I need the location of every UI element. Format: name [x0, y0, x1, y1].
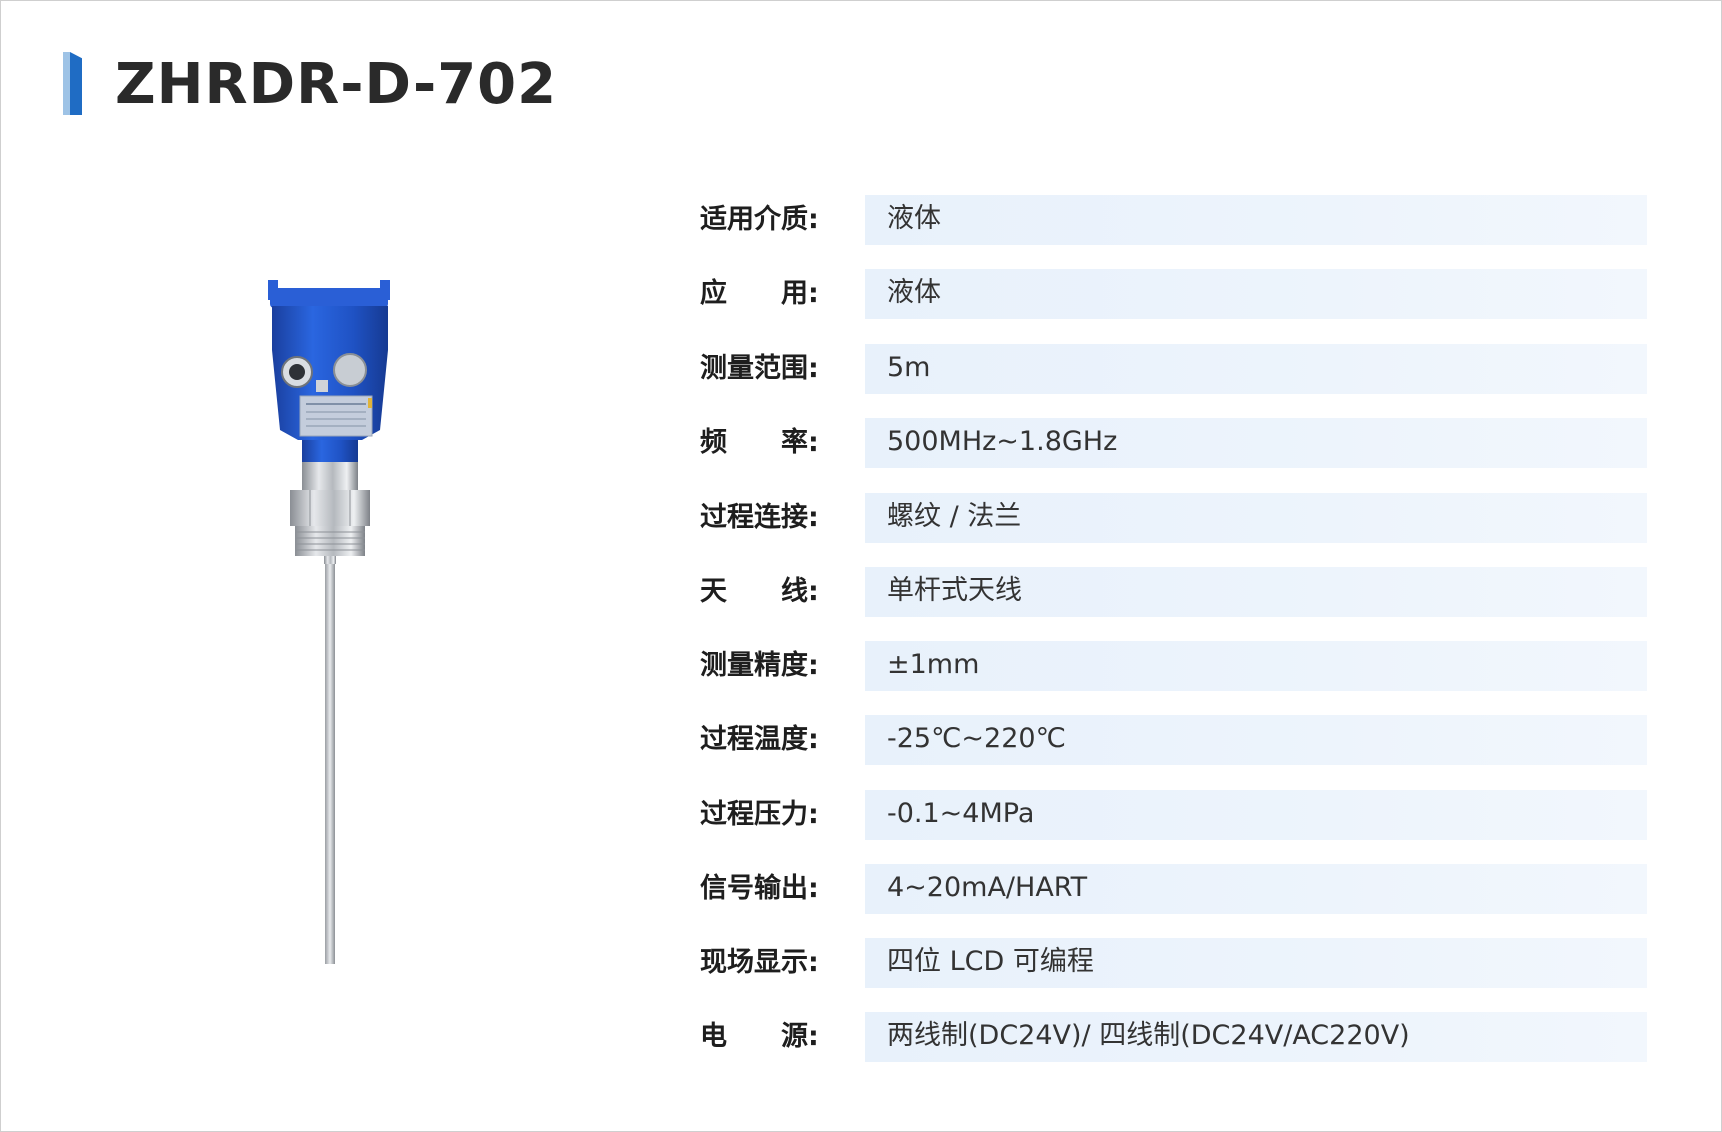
- spec-value: 500MHz~1.8GHz: [887, 426, 1118, 457]
- spec-value: 液体: [887, 203, 941, 234]
- spec-row-medium: 适用介质: 液体: [700, 195, 1650, 245]
- spec-value-box: 螺纹 / 法兰: [865, 493, 1647, 543]
- spec-value-box: -25℃~220℃: [865, 715, 1647, 765]
- spec-value-box: 液体: [865, 269, 1647, 319]
- spec-row-accuracy: 测量精度: ±1mm: [700, 641, 1650, 691]
- spec-row-frequency: 频 率: 500MHz~1.8GHz: [700, 418, 1650, 468]
- spec-value: -25℃~220℃: [887, 723, 1066, 754]
- spec-value: 液体: [887, 277, 941, 308]
- spec-value-box: 单杆式天线: [865, 567, 1647, 617]
- radar-level-gauge-icon: [250, 280, 420, 980]
- spec-row-power: 电 源: 两线制(DC24V)/ 四线制(DC24V/AC220V): [700, 1012, 1650, 1062]
- spec-value: -0.1~4MPa: [887, 798, 1035, 829]
- spec-value-box: 5m: [865, 344, 1647, 394]
- spec-row-output: 信号输出: 4~20mA/HART: [700, 864, 1650, 914]
- spec-value-box: 4~20mA/HART: [865, 864, 1647, 914]
- page-title: ZHRDR-D-702: [115, 52, 558, 117]
- spec-label: 适用介质:: [700, 204, 819, 235]
- spec-value-box: 四位 LCD 可编程: [865, 938, 1647, 988]
- spec-label: 应 用:: [700, 278, 819, 309]
- spec-value-box: 两线制(DC24V)/ 四线制(DC24V/AC220V): [865, 1012, 1647, 1062]
- spec-value: 5m: [887, 352, 931, 383]
- spec-label: 过程压力:: [700, 799, 819, 830]
- spec-label: 测量精度:: [700, 650, 819, 681]
- spec-value: ±1mm: [887, 649, 980, 680]
- spec-value-box: 500MHz~1.8GHz: [865, 418, 1647, 468]
- spec-value: 螺纹 / 法兰: [887, 501, 1022, 532]
- spec-row-pressure: 过程压力: -0.1~4MPa: [700, 790, 1650, 840]
- spec-value: 两线制(DC24V)/ 四线制(DC24V/AC220V): [887, 1020, 1410, 1051]
- spec-label: 天 线:: [700, 576, 819, 607]
- spec-row-connection: 过程连接: 螺纹 / 法兰: [700, 493, 1650, 543]
- spec-value-box: 液体: [865, 195, 1647, 245]
- spec-label: 现场显示:: [700, 947, 819, 978]
- spec-label: 频 率:: [700, 427, 819, 458]
- spec-label: 电 源:: [700, 1021, 819, 1052]
- spec-label: 测量范围:: [700, 353, 819, 384]
- spec-row-antenna: 天 线: 单杆式天线: [700, 567, 1650, 617]
- spec-value-box: -0.1~4MPa: [865, 790, 1647, 840]
- spec-row-temperature: 过程温度: -25℃~220℃: [700, 715, 1650, 765]
- spec-value: 4~20mA/HART: [887, 872, 1088, 903]
- spec-row-range: 测量范围: 5m: [700, 344, 1650, 394]
- spec-label: 过程连接:: [700, 502, 819, 533]
- title-accent-bar: [63, 52, 85, 115]
- spec-label: 信号输出:: [700, 873, 819, 904]
- spec-value: 单杆式天线: [887, 575, 1022, 606]
- spec-value: 四位 LCD 可编程: [887, 946, 1094, 977]
- spec-label: 过程温度:: [700, 724, 819, 755]
- spec-row-display: 现场显示: 四位 LCD 可编程: [700, 938, 1650, 988]
- spec-row-application: 应 用: 液体: [700, 269, 1650, 319]
- spec-value-box: ±1mm: [865, 641, 1647, 691]
